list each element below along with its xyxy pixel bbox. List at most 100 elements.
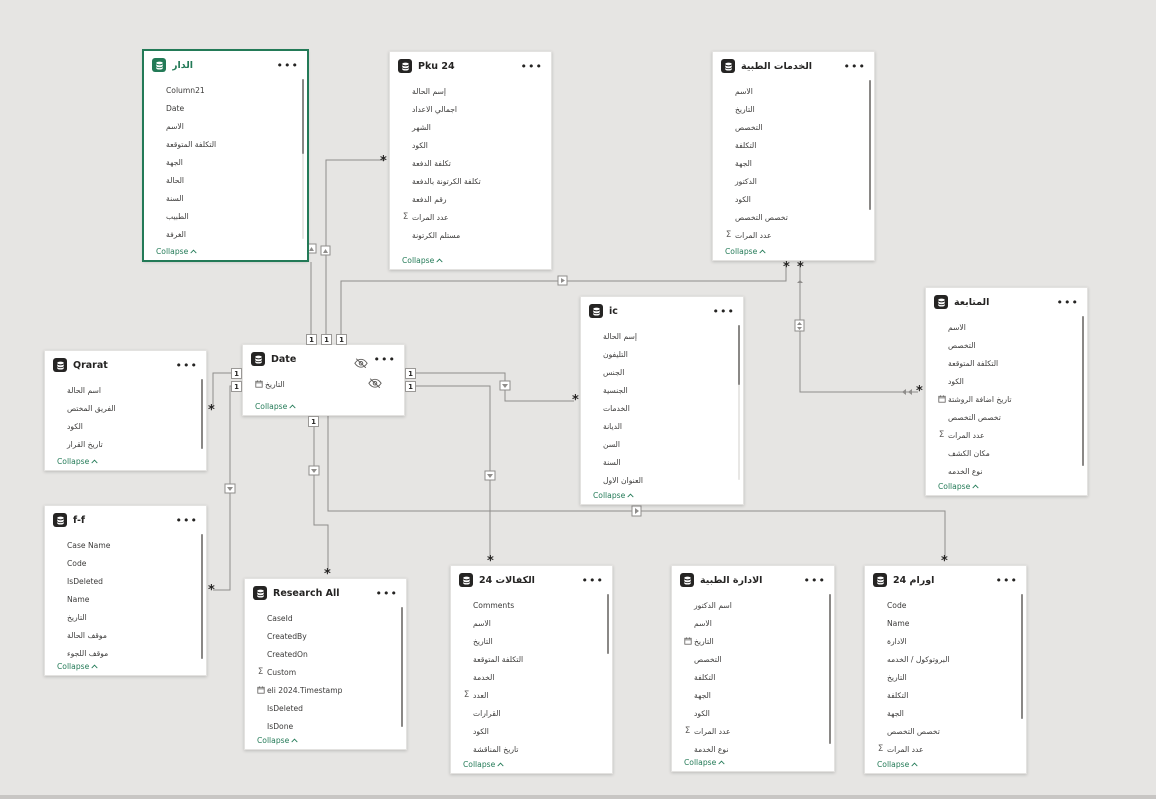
collapse-button[interactable]: Collapse bbox=[877, 760, 918, 769]
field-item[interactable]: IsDeleted bbox=[45, 572, 206, 590]
field-item[interactable]: تخصص التخصص bbox=[865, 722, 1026, 740]
more-options-icon[interactable]: ••• bbox=[373, 352, 396, 366]
field-item[interactable]: الحالة bbox=[144, 171, 307, 189]
field-item[interactable]: Column21 bbox=[144, 81, 307, 99]
field-item[interactable]: Name bbox=[45, 590, 206, 608]
field-item[interactable]: السنة bbox=[144, 189, 307, 207]
field-item[interactable]: نوع الخدمة bbox=[672, 740, 834, 758]
more-options-icon[interactable]: ••• bbox=[520, 59, 543, 73]
field-item[interactable]: التاريخ bbox=[672, 632, 834, 650]
table-header[interactable]: f-f••• bbox=[45, 506, 206, 534]
field-scrollbar[interactable] bbox=[1021, 594, 1023, 719]
field-item[interactable]: الجنس bbox=[581, 363, 743, 381]
field-item[interactable]: تاريخ القرار bbox=[45, 435, 206, 453]
field-item[interactable]: تخصص التخصص bbox=[926, 408, 1087, 426]
field-item[interactable]: تخصص التخصص bbox=[713, 208, 874, 226]
field-item[interactable]: إسم الحالة bbox=[390, 82, 551, 100]
field-item[interactable]: التخصص bbox=[672, 650, 834, 668]
field-item[interactable]: Date bbox=[144, 99, 307, 117]
more-options-icon[interactable]: ••• bbox=[175, 358, 198, 372]
more-options-icon[interactable]: ••• bbox=[803, 573, 826, 587]
table-header[interactable]: ic••• bbox=[581, 297, 743, 325]
table-header[interactable]: Pku 24••• bbox=[390, 52, 551, 80]
field-item[interactable]: التكلفة bbox=[865, 686, 1026, 704]
field-item[interactable]: CreatedBy bbox=[245, 627, 406, 645]
table-header[interactable]: Research All••• bbox=[245, 579, 406, 607]
field-item[interactable]: الكود bbox=[672, 704, 834, 722]
table-header[interactable]: Date••• bbox=[243, 345, 404, 373]
field-item[interactable]: الجهة bbox=[713, 154, 874, 172]
collapse-button[interactable]: Collapse bbox=[938, 482, 979, 491]
field-item[interactable]: الغرفة bbox=[144, 225, 307, 243]
field-item[interactable]: التاريخ bbox=[865, 668, 1026, 686]
field-item[interactable]: التليفون bbox=[581, 345, 743, 363]
field-item[interactable]: رقم الدفعة bbox=[390, 190, 551, 208]
field-item[interactable]: الاسم bbox=[144, 117, 307, 135]
more-options-icon[interactable]: ••• bbox=[175, 513, 198, 527]
field-item[interactable]: السن bbox=[581, 435, 743, 453]
link-date-ic[interactable] bbox=[405, 372, 574, 402]
field-item[interactable]: الاسم bbox=[451, 614, 612, 632]
link-date-guarantees[interactable] bbox=[405, 385, 491, 558]
field-item[interactable]: تكلفة الدفعة bbox=[390, 154, 551, 172]
field-item[interactable]: Case Name bbox=[45, 536, 206, 554]
field-item[interactable]: التاريخ bbox=[451, 632, 612, 650]
field-item[interactable]: الكود bbox=[713, 190, 874, 208]
field-scrollbar[interactable] bbox=[302, 79, 304, 239]
collapse-button[interactable]: Collapse bbox=[156, 247, 197, 256]
table-header[interactable]: الخدمات الطبية••• bbox=[713, 52, 874, 80]
more-options-icon[interactable]: ••• bbox=[843, 59, 866, 73]
field-item[interactable]: اسم الدكتور bbox=[672, 596, 834, 614]
field-scrollbar[interactable] bbox=[829, 594, 831, 744]
field-item[interactable]: التخصص bbox=[926, 336, 1087, 354]
field-scrollbar[interactable] bbox=[607, 594, 609, 654]
field-item[interactable]: الاسم bbox=[926, 318, 1087, 336]
field-item[interactable]: الادارة bbox=[865, 632, 1026, 650]
field-item[interactable]: التاريخ bbox=[243, 375, 404, 393]
collapse-button[interactable]: Collapse bbox=[725, 247, 766, 256]
link-date-ff[interactable] bbox=[213, 385, 242, 591]
collapse-button[interactable]: Collapse bbox=[57, 662, 98, 671]
field-item[interactable]: IsDone bbox=[245, 717, 406, 735]
field-item[interactable]: الخدمات bbox=[581, 399, 743, 417]
field-item[interactable]: موقف الحالة bbox=[45, 626, 206, 644]
field-item[interactable]: الكود bbox=[390, 136, 551, 154]
field-scrollbar[interactable] bbox=[738, 325, 740, 480]
field-item[interactable]: Code bbox=[865, 596, 1026, 614]
field-item[interactable]: الخدمة bbox=[451, 668, 612, 686]
field-item[interactable]: العنوان الاول bbox=[581, 471, 743, 489]
field-item[interactable]: CreatedOn bbox=[245, 645, 406, 663]
field-item[interactable]: الاسم bbox=[713, 82, 874, 100]
field-item[interactable]: الدكتور bbox=[713, 172, 874, 190]
field-item[interactable]: تاريخ المناقشة bbox=[451, 740, 612, 758]
table-header[interactable]: المتابعة••• bbox=[926, 288, 1087, 316]
more-options-icon[interactable]: ••• bbox=[276, 58, 299, 72]
more-options-icon[interactable]: ••• bbox=[712, 304, 735, 318]
field-scrollbar[interactable] bbox=[1082, 316, 1084, 466]
field-item[interactable]: التكلفة المتوقعة bbox=[144, 135, 307, 153]
more-options-icon[interactable]: ••• bbox=[581, 573, 604, 587]
more-options-icon[interactable]: ••• bbox=[1056, 295, 1079, 309]
field-scrollbar[interactable] bbox=[201, 379, 203, 449]
field-item[interactable]: Comments bbox=[451, 596, 612, 614]
field-item[interactable]: التكلفة bbox=[713, 136, 874, 154]
